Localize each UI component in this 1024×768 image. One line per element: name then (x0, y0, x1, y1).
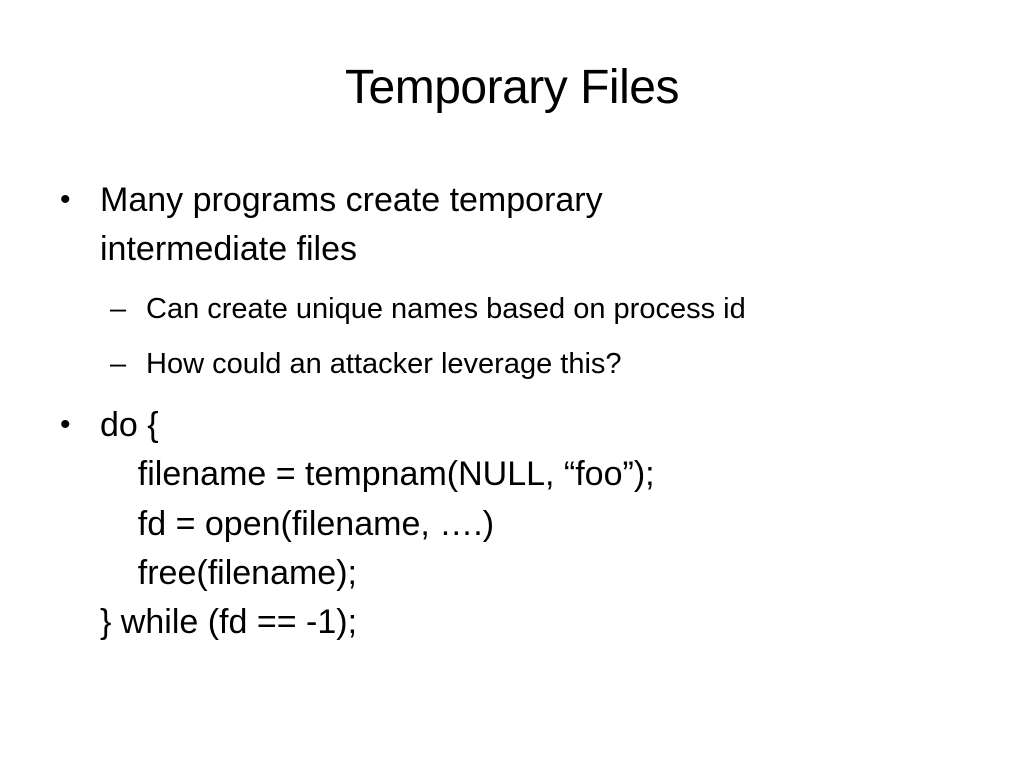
bullet-item-code: • do { filename = tempnam(NULL, “foo”); … (60, 401, 980, 647)
code-line: filename = tempnam(NULL, “foo”); (100, 455, 655, 494)
code-line: free(filename); (100, 553, 357, 592)
sub-bullet-item: – How could an attacker leverage this? (110, 344, 980, 385)
slide-body: • Many programs create temporary interme… (60, 176, 980, 647)
code-snippet: do { filename = tempnam(NULL, “foo”); fd… (100, 401, 655, 647)
sub-bullet-text: Can create unique names based on process… (146, 292, 746, 325)
bullet-text: Many programs create temporary intermedi… (100, 181, 603, 269)
slide-title: Temporary Files (345, 61, 679, 114)
bullet-dot-icon: • (60, 407, 71, 441)
dash-icon: – (110, 347, 127, 380)
bullet-item: • Many programs create temporary interme… (60, 176, 980, 275)
dash-icon: – (110, 292, 127, 325)
code-line: do { (100, 405, 159, 444)
code-line: fd = open(filename, ….) (100, 504, 495, 543)
bullet-dot-icon: • (60, 183, 71, 216)
sub-bullet-text: How could an attacker leverage this? (146, 347, 622, 380)
code-line: } while (fd == -1); (100, 603, 358, 642)
sub-bullet-item: – Can create unique names based on proce… (110, 289, 980, 330)
